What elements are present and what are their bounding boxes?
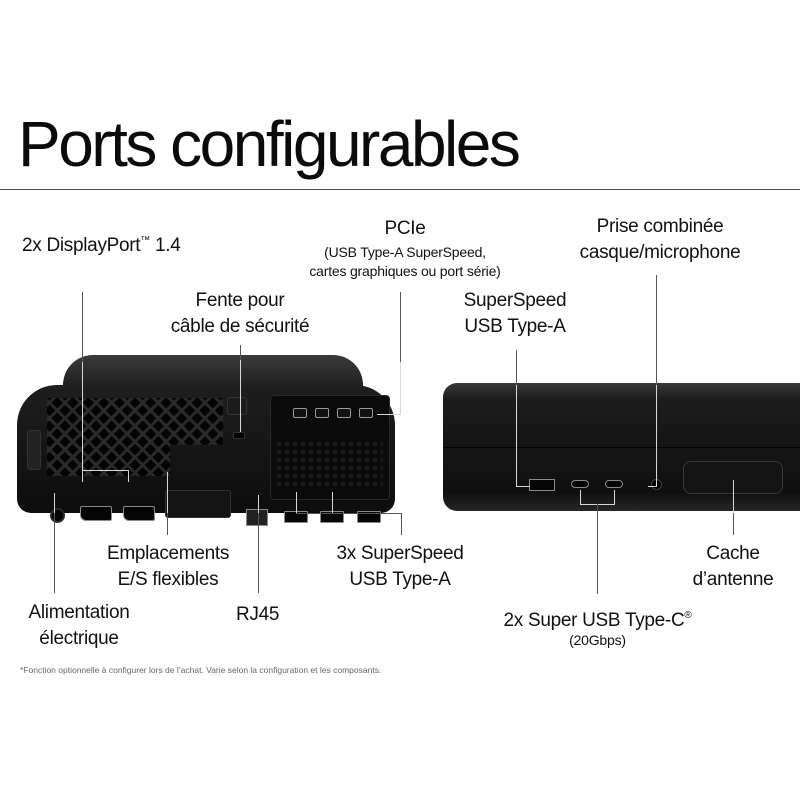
page-title: Ports configurables [18,108,521,180]
label-usb-c: 2x Super USB Type-C® (20Gbps) [480,603,715,651]
leader-line [296,513,402,514]
leader-line [258,495,259,513]
pcie-card [270,395,390,500]
leader-line [377,414,401,415]
leader-line [516,350,517,385]
label-front-usb-a: SuperSpeed USB Type-A [440,288,590,340]
label-line: casque/microphone [579,242,741,263]
pcie-port [359,408,373,418]
security-slot-port [233,432,245,439]
leader-line [54,513,55,593]
label-antenna-cover: Cache d’antenne [683,541,783,593]
pcie-port [293,408,307,418]
label-subtitle: (20Gbps) [569,632,626,648]
front-panel-image [443,383,800,511]
label-rj45: RJ45 [236,604,280,625]
usb-c-port [605,480,623,488]
label-line: USB Type-A [464,316,566,337]
leader-line [296,492,297,513]
pcie-port [337,408,351,418]
label-text: 2x DisplayPort [22,235,141,256]
leader-line [401,513,402,535]
label-security-slot: Fente pour câble de sécurité [150,288,330,340]
leader-line [400,292,401,362]
label-line: Cache [706,543,760,564]
chassis-upper [443,383,800,447]
leader-line [54,493,55,513]
leader-line [258,513,259,593]
leader-line [656,275,657,385]
label-line: Prise combinée [596,216,724,237]
leader-line [614,490,615,504]
label-line: d’antenne [692,569,774,590]
rear-usb-a-port [357,511,381,523]
leader-line [240,360,241,432]
footnote: *Fonction optionnelle à configurer lors … [20,665,382,675]
trademark-mark: ™ [140,235,150,246]
rj45-port [246,509,268,526]
pcie-vent [277,438,383,490]
label-line: E/S flexibles [117,569,219,590]
side-latch [27,430,41,470]
label-pcie: PCIe (USB Type-A SuperSpeed, cartes grap… [285,216,525,282]
leader-line [167,472,168,513]
label-displayport: 2x DisplayPort™ 1.4 [22,228,181,259]
leader-line [656,385,657,486]
leader-line [128,470,129,482]
vent-grille [47,398,223,476]
label-line: électrique [39,628,119,649]
label-headset-jack: Prise combinée casque/microphone [560,214,760,266]
label-line: USB Type-A [349,569,451,590]
leader-line [516,486,530,487]
label-title: PCIe [384,218,426,239]
flex-io-cover [165,490,231,518]
leader-line [597,504,598,594]
label-subtitle: cartes graphiques ou port série) [309,263,501,279]
displayport-port [80,506,112,521]
leader-line [240,345,241,360]
label-rear-usb-a: 3x SuperSpeed USB Type-A [320,541,480,593]
leader-line [332,492,333,513]
label-power: Alimentation électrique [12,600,146,652]
label-line: SuperSpeed [463,290,567,311]
registered-mark: ® [684,610,692,621]
label-line: Fente pour [195,290,285,311]
pcie-port [315,408,329,418]
displayport-port [123,506,155,521]
leader-line [733,480,734,513]
label-text: 1.4 [150,235,181,256]
panel-release-button [227,397,247,415]
label-line: Emplacements [106,543,230,564]
usb-c-port [571,480,589,488]
chassis-rear [17,385,395,526]
label-flex-io: Emplacements E/S flexibles [88,541,248,593]
leader-line [733,513,734,535]
leader-line [648,486,657,487]
leader-line [167,513,168,535]
label-line: Alimentation [28,602,130,623]
leader-line [400,362,401,414]
leader-line [82,470,128,471]
rear-panel-image [17,355,395,526]
label-line: câble de sécurité [170,316,310,337]
label-subtitle: (USB Type-A SuperSpeed, [324,244,486,260]
title-divider [0,189,800,190]
leader-line [516,385,517,486]
leader-line [82,292,83,362]
front-usb-a-port [529,479,555,491]
label-text: 2x Super USB Type-C [503,610,685,631]
power-port [50,508,65,523]
leader-line [82,362,83,482]
label-line: 3x SuperSpeed [336,543,464,564]
leader-line [580,490,581,504]
